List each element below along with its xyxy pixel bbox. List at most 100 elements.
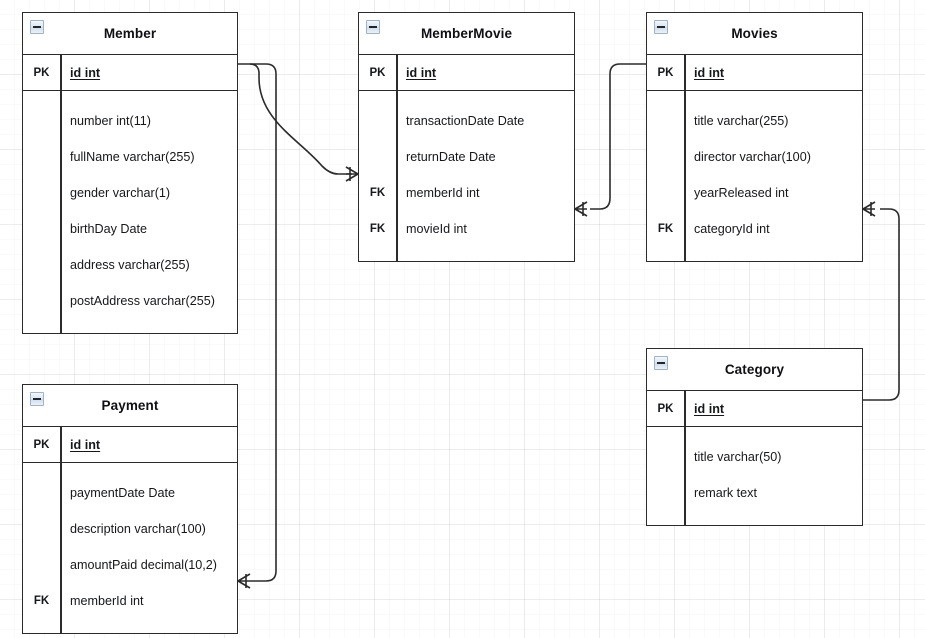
collapse-minus-icon[interactable] — [30, 20, 44, 34]
attribute-row[interactable]: number int(11) — [23, 103, 237, 139]
attribute-row[interactable]: birthDay Date — [23, 211, 237, 247]
crowsfoot-member-membermovie — [345, 166, 359, 182]
attribute-name: amountPaid decimal(10,2) — [70, 558, 218, 572]
attribute-name: description varchar(100) — [70, 522, 206, 536]
attribute-name: postAddress varchar(255) — [70, 294, 215, 308]
collapse-minus-icon[interactable] — [654, 20, 668, 34]
key-label — [23, 103, 60, 139]
attribute-name: yearReleased int — [694, 186, 789, 200]
entity-payment[interactable]: Payment PK id int paymentDate Date descr… — [22, 384, 238, 634]
column-divider — [684, 427, 686, 525]
attribute-row[interactable]: director varchar(100) — [647, 139, 862, 175]
key-label — [647, 175, 684, 211]
column-divider — [684, 391, 686, 426]
key-label: PK — [33, 438, 50, 451]
attribute-name: gender varchar(1) — [70, 186, 171, 200]
attribute-list: paymentDate Date description varchar(100… — [23, 463, 237, 633]
attribute-name: transactionDate Date — [406, 114, 525, 128]
primary-key-row: PK id int — [647, 391, 862, 427]
key-label — [359, 103, 396, 139]
attribute-row[interactable]: address varchar(255) — [23, 247, 237, 283]
attribute-row[interactable]: returnDate Date — [359, 139, 574, 175]
attribute-name: director varchar(100) — [694, 150, 811, 164]
attribute-row[interactable]: title varchar(50) — [647, 439, 862, 475]
attribute-name: title varchar(50) — [694, 450, 782, 464]
entity-movies[interactable]: Movies PK id int title varchar(255) dire… — [646, 12, 863, 262]
entity-header-membermovie: MemberMovie — [359, 13, 574, 55]
attribute-row[interactable]: fullName varchar(255) — [23, 139, 237, 175]
collapse-minus-icon[interactable] — [366, 20, 380, 34]
attribute-name: memberId int — [406, 186, 480, 200]
column-divider — [60, 463, 62, 633]
attribute-name: memberId int — [70, 594, 144, 608]
key-label: FK — [369, 223, 386, 235]
entity-category[interactable]: Category PK id int title varchar(50) rem… — [646, 348, 863, 526]
entity-header-member: Member — [23, 13, 237, 55]
column-divider — [60, 427, 62, 462]
crowsfoot-movies-membermovie — [574, 201, 588, 217]
entity-title: MemberMovie — [420, 26, 513, 41]
column-divider — [684, 55, 686, 90]
crowsfoot-payment-member — [237, 573, 251, 589]
attribute-name: paymentDate Date — [70, 486, 176, 500]
key-label — [647, 139, 684, 175]
primary-key-row: PK id int — [23, 427, 237, 463]
attribute-row[interactable]: remark text — [647, 475, 862, 511]
attribute-name: categoryId int — [694, 222, 770, 236]
attribute-name: movieId int — [406, 222, 467, 236]
collapse-minus-icon[interactable] — [30, 392, 44, 406]
attribute-row[interactable]: description varchar(100) — [23, 511, 237, 547]
attribute-row[interactable]: transactionDate Date — [359, 103, 574, 139]
attribute-row[interactable]: title varchar(255) — [647, 103, 862, 139]
key-label — [23, 511, 60, 547]
entity-membermovie[interactable]: MemberMovie PK id int transactionDate Da… — [358, 12, 575, 262]
attribute-row[interactable]: yearReleased int — [647, 175, 862, 211]
key-label: FK — [33, 595, 50, 607]
edge-member-membermovie — [238, 63, 352, 175]
key-label: PK — [657, 402, 674, 415]
attribute-row[interactable]: paymentDate Date — [23, 475, 237, 511]
entity-title: Movies — [731, 26, 778, 41]
column-divider — [396, 55, 398, 90]
attribute-row-fk[interactable]: FK movieId int — [359, 211, 574, 247]
key-label — [23, 247, 60, 283]
crowsfoot-movies-category — [862, 201, 876, 217]
edge-payment-member — [250, 63, 277, 582]
spacer — [647, 91, 862, 261]
spacer — [647, 427, 862, 525]
key-label — [23, 139, 60, 175]
attribute-row-fk[interactable]: FK memberId int — [23, 583, 237, 619]
attribute-row[interactable]: amountPaid decimal(10,2) — [23, 547, 237, 583]
entity-title: Member — [103, 26, 157, 41]
attribute-name: birthDay Date — [70, 222, 147, 236]
entity-header-movies: Movies — [647, 13, 862, 55]
column-divider — [684, 91, 686, 261]
spacer — [23, 463, 237, 633]
key-label — [647, 439, 684, 475]
key-label — [23, 175, 60, 211]
attribute-row[interactable]: postAddress varchar(255) — [23, 283, 237, 319]
entity-title: Category — [724, 362, 785, 377]
attribute-name: id int — [406, 65, 437, 80]
attribute-name: fullName varchar(255) — [70, 150, 195, 164]
attribute-name: returnDate Date — [406, 150, 496, 164]
collapse-minus-icon[interactable] — [654, 356, 668, 370]
entity-member[interactable]: Member PK id int number int(11) fullName… — [22, 12, 238, 334]
spacer — [23, 463, 237, 633]
key-label: PK — [657, 66, 674, 79]
key-label — [23, 211, 60, 247]
attribute-name: address varchar(255) — [70, 258, 190, 272]
key-label: PK — [369, 66, 386, 79]
spacer — [647, 427, 862, 525]
attribute-row[interactable]: gender varchar(1) — [23, 175, 237, 211]
edge-movies-category — [863, 208, 900, 401]
primary-key-row: PK id int — [359, 55, 574, 91]
spacer — [359, 91, 574, 261]
attribute-name: id int — [694, 401, 725, 416]
key-label — [647, 475, 684, 511]
key-label — [23, 283, 60, 319]
column-divider — [396, 91, 398, 261]
